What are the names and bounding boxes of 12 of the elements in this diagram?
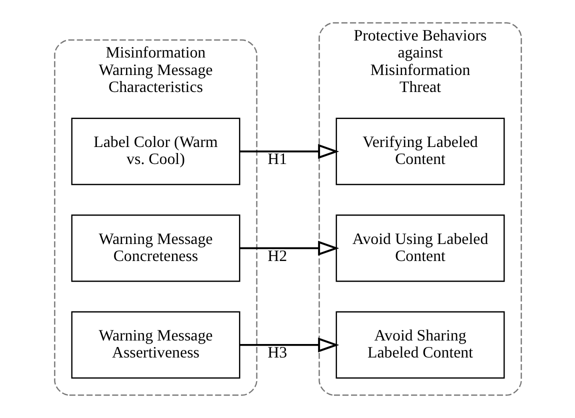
arrow	[239, 144, 339, 159]
node-box: Warning Message Concreteness	[70, 214, 240, 282]
node-box: Warning Message Assertiveness	[70, 311, 240, 379]
edge-label: H2	[267, 248, 287, 265]
node-box: Avoid Using Labeled Content	[335, 214, 504, 282]
edge-label: H3	[267, 344, 287, 362]
arrow	[239, 240, 339, 256]
node-box: Avoid Sharing Labeled Content	[335, 311, 504, 379]
node-box: Label Color (Warm vs. Cool)	[70, 118, 240, 186]
arrow	[239, 338, 339, 352]
edge-label: H1	[267, 151, 287, 168]
node-box: Verifying Labeled Content	[335, 118, 504, 186]
